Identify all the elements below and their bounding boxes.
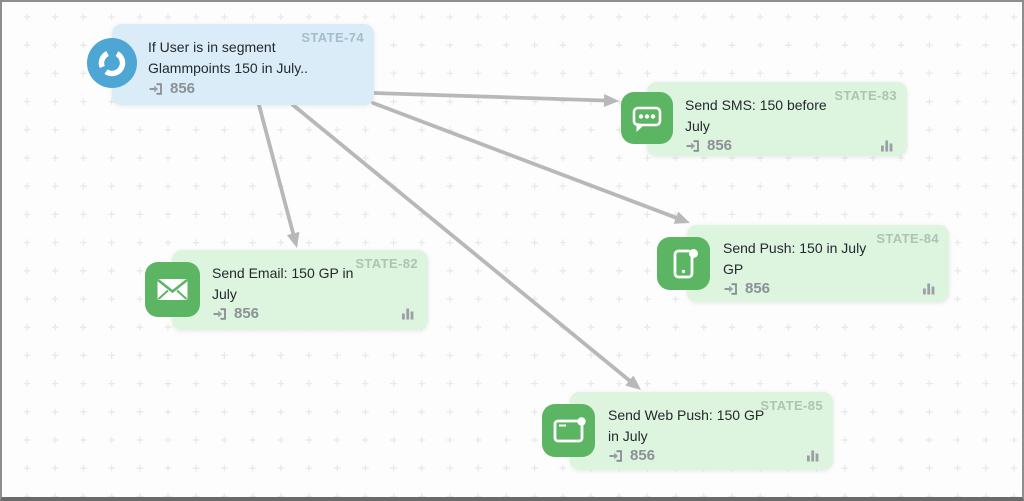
entry-count: 856 <box>630 447 656 464</box>
edge-state-74-to-state-82 <box>257 103 300 248</box>
email-envelope-icon <box>145 262 200 317</box>
state-badge: STATE-74 <box>301 30 364 45</box>
node-title: Send Web Push: 150 GP in July <box>608 407 765 444</box>
state-badge: STATE-82 <box>355 256 418 271</box>
stats-bar-chart-icon <box>881 140 893 152</box>
stats-bar-chart-icon <box>402 308 414 320</box>
mobile-push-icon <box>657 237 710 290</box>
node-send-web-push[interactable]: STATE-85 Send Web Push: 150 GP in July 8… <box>570 392 833 470</box>
node-title: If User is in segment Glammpoints 150 in… <box>148 39 309 76</box>
entry-count: 856 <box>234 305 260 322</box>
entry-count-icon <box>213 307 226 320</box>
web-push-icon <box>542 404 595 457</box>
node-send-sms[interactable]: STATE-83 Send SMS: 150 before July 856 <box>647 82 907 156</box>
entry-count: 856 <box>170 80 196 97</box>
entry-count-icon <box>609 449 622 462</box>
entry-count-icon <box>724 282 737 295</box>
edge-state-74-to-state-84 <box>371 101 690 224</box>
edge-state-74-to-state-83 <box>372 91 619 108</box>
node-title: Send Push: 150 in July GP <box>723 240 867 277</box>
sms-bubble-icon <box>621 92 673 144</box>
state-badge: STATE-85 <box>760 398 823 413</box>
node-title: Send SMS: 150 before July <box>685 97 827 134</box>
node-send-email[interactable]: STATE-82 Send Email: 150 GP in July 856 <box>172 250 428 330</box>
entry-count-icon <box>686 139 699 152</box>
node-segment-trigger[interactable]: STATE-74 If User is in segment Glammpoin… <box>112 24 374 105</box>
entry-count-icon <box>149 82 162 95</box>
segment-donut-icon <box>87 38 137 88</box>
entry-count: 856 <box>745 280 771 297</box>
stats-bar-chart-icon <box>807 450 819 462</box>
node-send-push[interactable]: STATE-84 Send Push: 150 in July GP 856 <box>687 225 949 302</box>
state-badge: STATE-84 <box>876 231 939 246</box>
node-title: Send Email: 150 GP in July <box>212 265 354 302</box>
entry-count: 856 <box>707 137 733 154</box>
stats-bar-chart-icon <box>923 283 935 295</box>
state-badge: STATE-83 <box>834 88 897 103</box>
edge-state-74-to-state-85 <box>291 103 641 390</box>
